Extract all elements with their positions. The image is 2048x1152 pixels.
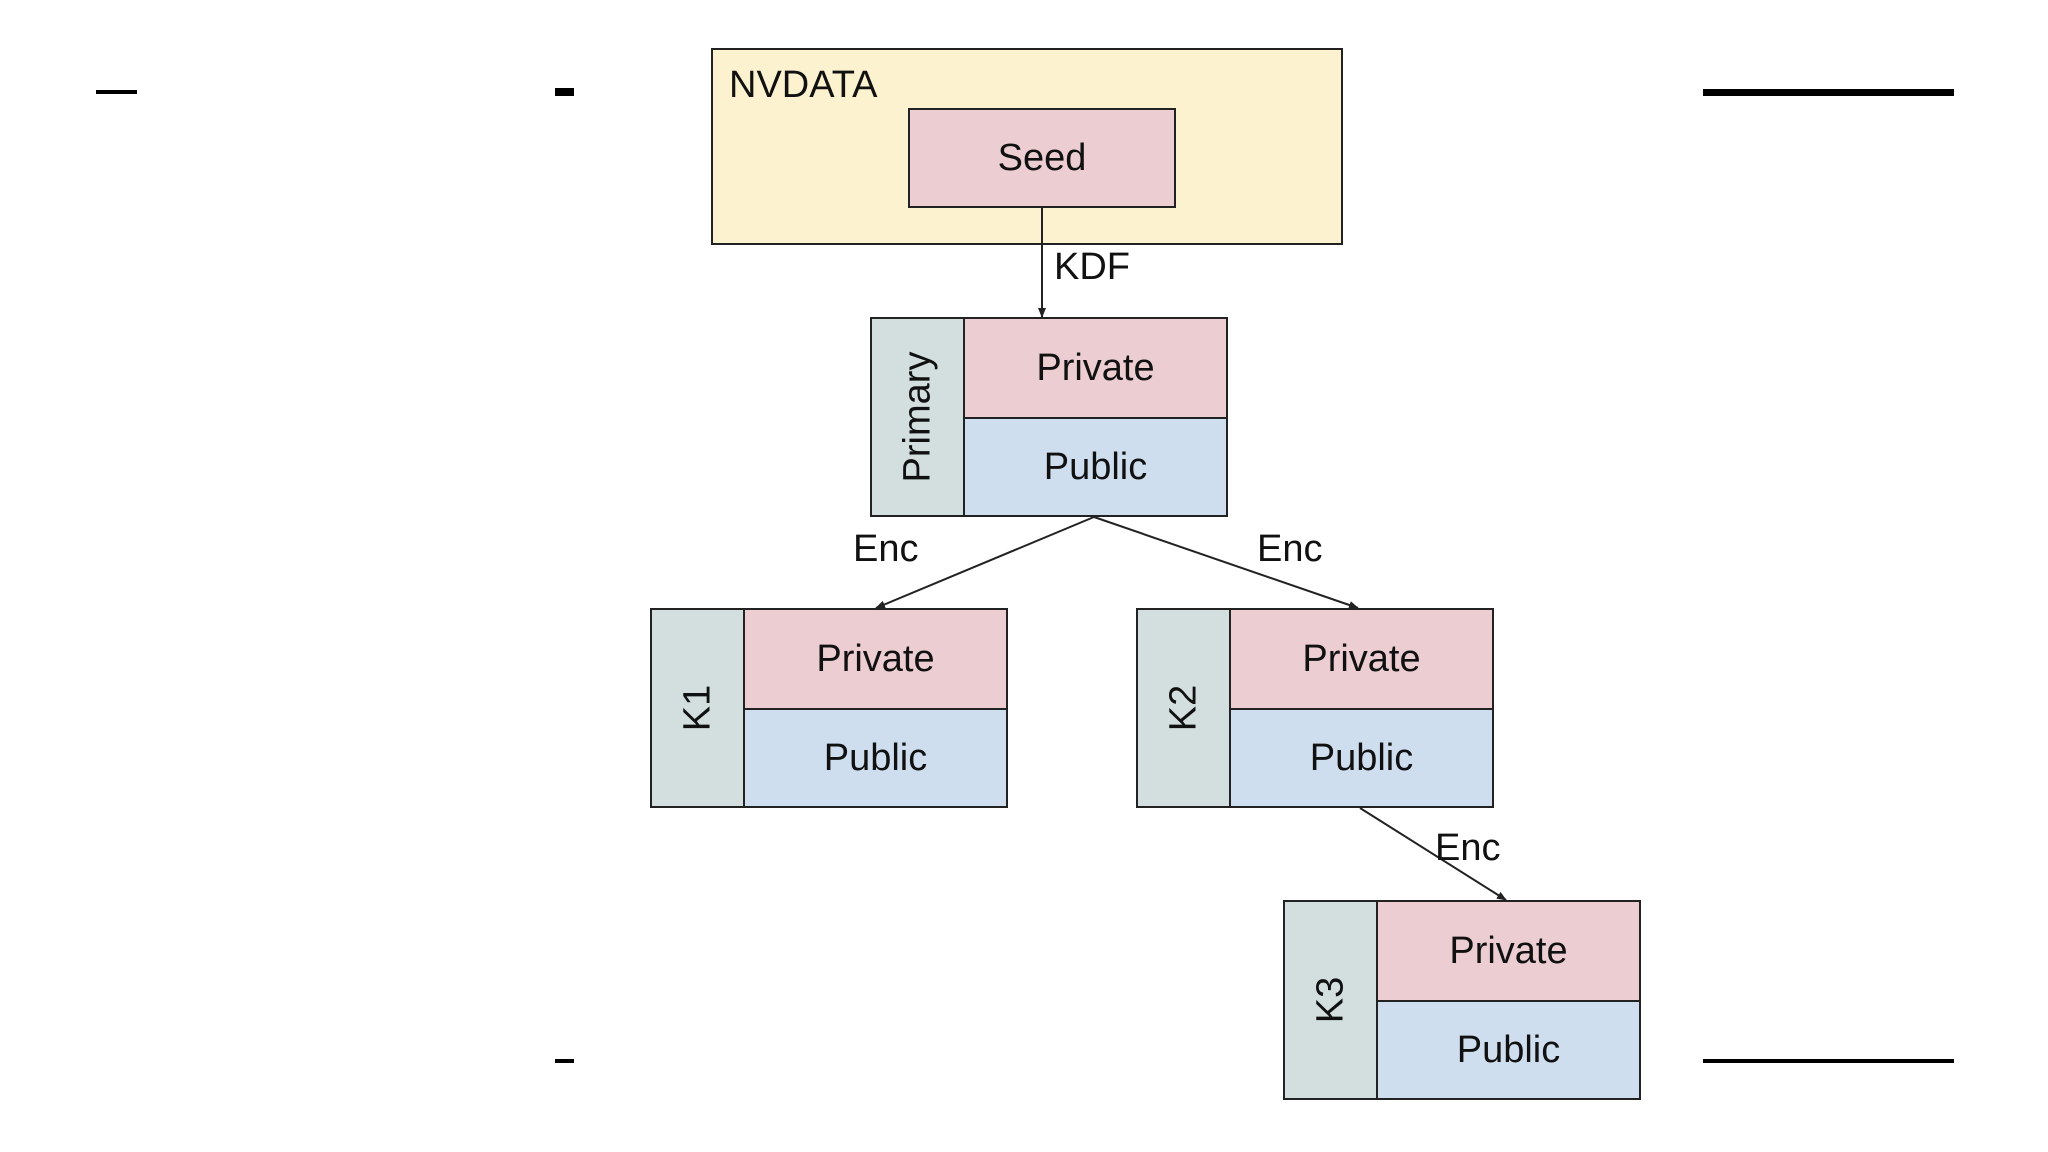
primary-key-side: Primary bbox=[870, 317, 965, 517]
enc-edge-label-k2: Enc bbox=[1257, 528, 1323, 570]
primary-public-cell: Public bbox=[963, 417, 1228, 517]
k2-public-cell: Public bbox=[1229, 708, 1494, 808]
k2-key-side: K2 bbox=[1136, 608, 1231, 808]
corner-mark-top-left bbox=[96, 90, 137, 94]
seed-box: Seed bbox=[908, 108, 1176, 208]
k3-private-cell: Private bbox=[1376, 900, 1641, 1002]
kdf-edge-label: KDF bbox=[1054, 246, 1130, 288]
k1-public-cell: Public bbox=[743, 708, 1008, 808]
corner-mark-bottom-right bbox=[1703, 1059, 1954, 1063]
enc-edge-label-k1: Enc bbox=[853, 528, 919, 570]
corner-mark-top-right bbox=[1703, 89, 1954, 96]
k1-private-cell: Private bbox=[743, 608, 1008, 710]
k2-private-cell: Private bbox=[1229, 608, 1494, 710]
enc-arrow-primary-to-k1 bbox=[875, 516, 1095, 609]
corner-mark-top-center bbox=[555, 88, 574, 96]
corner-mark-bottom-center bbox=[555, 1059, 574, 1063]
nvdata-label: NVDATA bbox=[729, 64, 878, 106]
k3-public-cell: Public bbox=[1376, 1000, 1641, 1100]
enc-arrow-primary-to-k2 bbox=[1093, 516, 1359, 609]
enc-arrow-k2-to-k3 bbox=[1359, 807, 1507, 901]
enc-edge-label-k3: Enc bbox=[1435, 827, 1501, 869]
